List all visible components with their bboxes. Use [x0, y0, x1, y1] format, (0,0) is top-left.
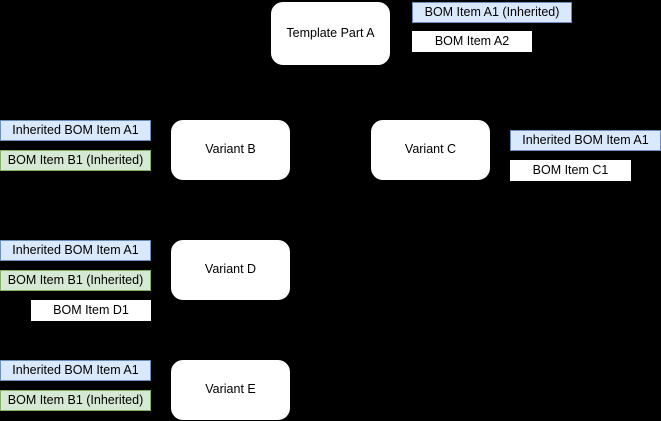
bom-chip-a2[interactable]: BOM Item A2 — [412, 31, 532, 52]
bom-chip-c-item-c1[interactable]: BOM Item C1 — [510, 160, 631, 181]
bom-chip-label: BOM Item C1 — [532, 162, 609, 177]
bom-chip-label: BOM Item B1 (Inherited) — [7, 392, 144, 407]
bom-chip-label: BOM Item B1 (Inherited) — [7, 272, 144, 287]
node-variant-d[interactable]: Variant D — [171, 240, 290, 300]
bom-chip-d-item-d1[interactable]: BOM Item D1 — [31, 300, 151, 321]
bom-chip-d-inherited-a1[interactable]: Inherited BOM Item A1 — [0, 240, 151, 261]
bom-chip-e-inherited-a1[interactable]: Inherited BOM Item A1 — [0, 360, 151, 381]
bom-chip-a1-inherited[interactable]: BOM Item A1 (Inherited) — [412, 2, 572, 23]
bom-chip-b-inherited-a1[interactable]: Inherited BOM Item A1 — [0, 120, 151, 141]
bom-chip-label: Inherited BOM Item A1 — [12, 242, 139, 257]
node-label: Variant E — [205, 382, 256, 397]
bom-chip-label: Inherited BOM Item A1 — [12, 122, 139, 137]
node-label: Variant D — [204, 262, 257, 277]
node-label: Variant B — [205, 142, 256, 157]
bom-chip-d-item-b1[interactable]: BOM Item B1 (Inherited) — [0, 270, 151, 291]
node-label: Variant C — [404, 142, 457, 157]
bom-chip-label: BOM Item D1 — [53, 302, 129, 317]
node-label: Template Part A — [286, 25, 375, 40]
node-variant-c[interactable]: Variant C — [371, 120, 490, 180]
node-template-part-a[interactable]: Template Part A — [271, 2, 390, 65]
node-variant-b[interactable]: Variant B — [171, 120, 290, 180]
bom-chip-label: BOM Item A1 (Inherited) — [424, 4, 560, 19]
bom-chip-b-item-b1[interactable]: BOM Item B1 (Inherited) — [0, 150, 151, 171]
bom-chip-c-inherited-a1[interactable]: Inherited BOM Item A1 — [510, 130, 661, 151]
bom-chip-label: Inherited BOM Item A1 — [522, 132, 649, 147]
bom-chip-e-item-b1[interactable]: BOM Item B1 (Inherited) — [0, 390, 151, 411]
bom-chip-label: BOM Item B1 (Inherited) — [7, 152, 144, 167]
node-variant-e[interactable]: Variant E — [171, 360, 290, 420]
bom-chip-label: BOM Item A2 — [434, 33, 510, 48]
bom-chip-label: Inherited BOM Item A1 — [12, 362, 139, 377]
